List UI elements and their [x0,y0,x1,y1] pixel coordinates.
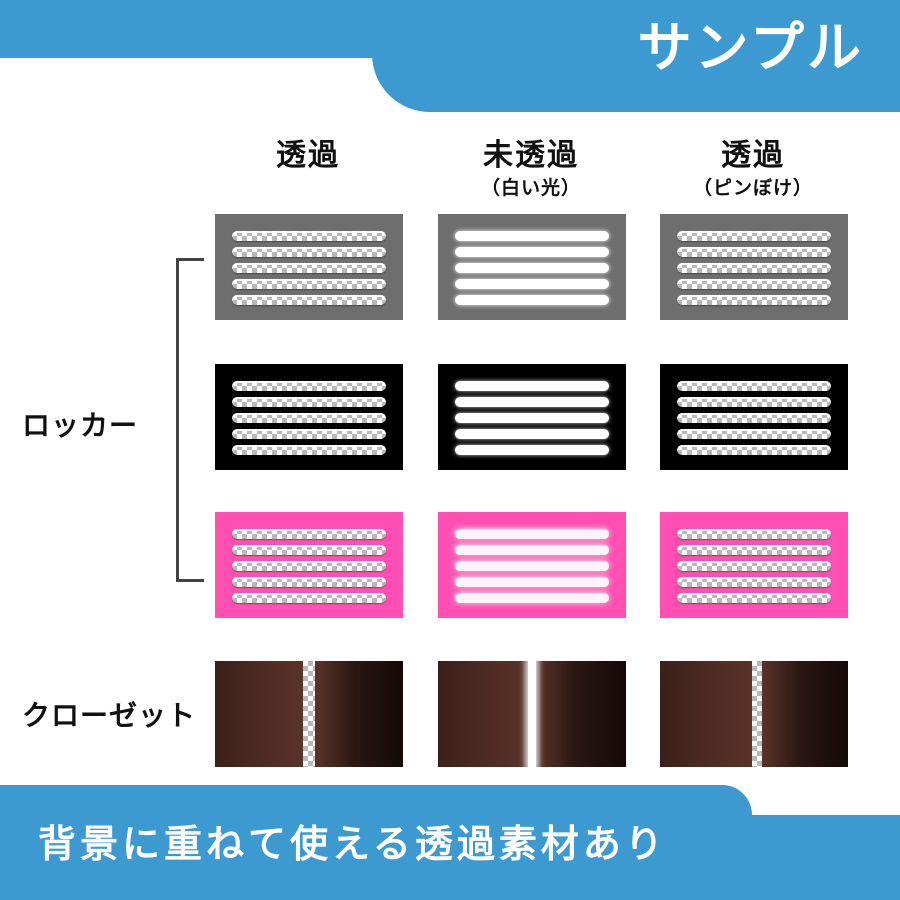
locker-black-blur [660,364,848,470]
vent-slat [455,545,609,555]
vent-slat [232,445,386,455]
vent-slat [455,577,609,587]
locker-black-opaque [438,364,626,470]
vent-slat [677,577,831,587]
vent-slat [232,295,386,305]
vent-slat [232,231,386,241]
column-header-opaque: 未透過 （白い光） [480,138,581,200]
vent-slat [455,247,609,257]
vent-slat [677,279,831,289]
vent-slat [677,545,831,555]
vent-slat [455,263,609,273]
vent-slat [455,279,609,289]
vent-slat [232,429,386,439]
vent-slat [455,397,609,407]
top-banner-tab: サンプル [372,0,900,112]
vent-slat [232,381,386,391]
vent-slat [232,397,386,407]
bottom-banner-tab [0,785,752,815]
vent-slat [455,413,609,423]
vent-slat [455,381,609,391]
vent-slat [232,263,386,273]
vent-slat [232,413,386,423]
vent-slat [232,247,386,257]
vent-slat [677,561,831,571]
vent-slat [455,231,609,241]
vent-slat [232,545,386,555]
locker-gray-opaque [438,214,626,320]
row-label-closet: クローゼット [22,699,197,732]
vent-slat [677,247,831,257]
locker-black-transparent [215,364,403,470]
vent-slat [455,429,609,439]
vent-slat [677,295,831,305]
locker-gray-transparent [215,214,403,320]
locker-gray-blur [660,214,848,320]
vent-slat [677,263,831,273]
vent-slat [677,529,831,539]
closet-transparent [215,661,403,767]
locker-pink-blur [660,512,848,618]
vent-slat [455,295,609,305]
vent-slat [677,445,831,455]
closet-blur [660,661,848,767]
vent-slat [232,577,386,587]
column-header-transparent: 透過 [276,138,340,173]
vent-slat [455,593,609,603]
sample-title: サンプル [637,16,864,79]
bottom-banner [0,815,900,900]
vent-slat [455,529,609,539]
vent-slat [455,445,609,455]
footer-caption: 背景に重ねて使える透過素材あり [38,822,667,866]
vent-slat [232,529,386,539]
locker-pink-opaque [438,512,626,618]
vent-slat [677,593,831,603]
locker-bracket [176,258,204,582]
vent-slat [677,429,831,439]
vent-slat [232,561,386,571]
closet-opaque [438,661,626,767]
vent-slat [232,593,386,603]
vent-slat [677,397,831,407]
vent-slat [677,413,831,423]
column-header-blur: 透過 （ピンぼけ） [692,138,813,200]
row-label-locker: ロッカー [22,409,139,442]
locker-pink-transparent [215,512,403,618]
vent-slat [455,561,609,571]
vent-slat [677,381,831,391]
vent-slat [232,279,386,289]
vent-slat [677,231,831,241]
